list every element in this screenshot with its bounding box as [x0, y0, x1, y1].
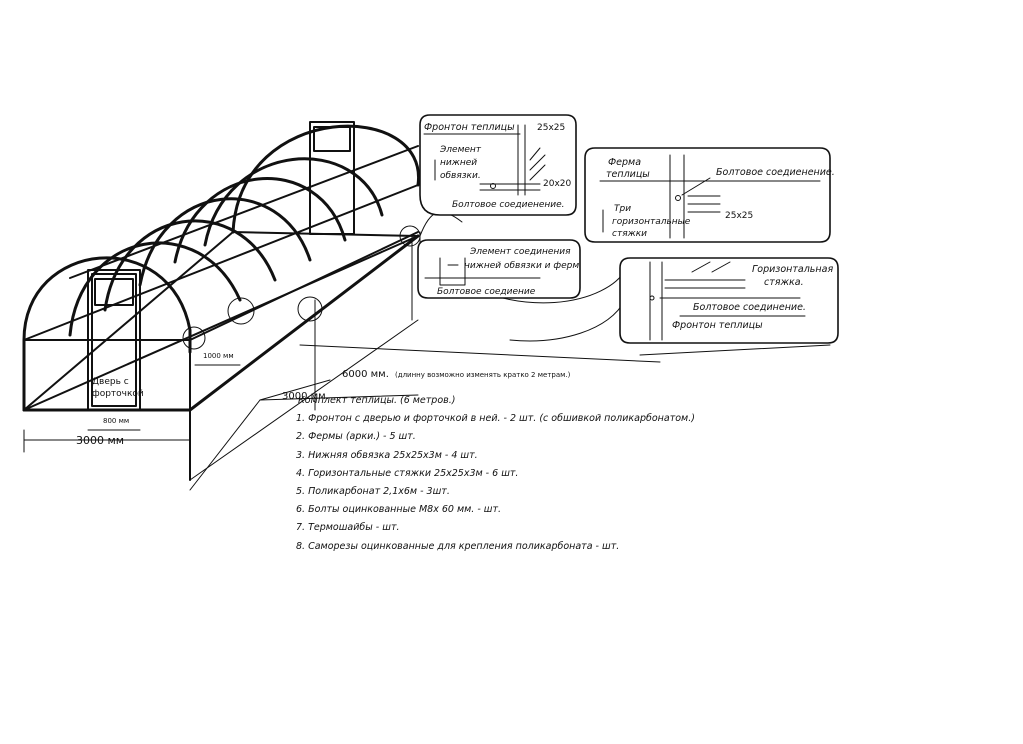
callout-base-joint-title-line1: Элемент соединения: [469, 247, 571, 257]
callout-truss-size: 25x25: [725, 211, 753, 221]
callout-tie-label-line2: стяжка.: [764, 277, 804, 288]
callout-base-joint-title-line2: нижней обвязки и ферм: [464, 261, 579, 271]
callout-frontbase-bolt: Болтовое соедиенение.: [452, 200, 565, 210]
length-label: 6000 мм.: [342, 369, 389, 380]
door-label-line2: форточкой: [92, 389, 144, 399]
callout-tie-bolt: Болтовое соединение.: [693, 302, 806, 313]
callout-tie: Горизонтальная стяжка. Болтовое соединен…: [619, 257, 839, 344]
side-width-label: 3000 мм.: [282, 391, 329, 402]
callout-frontbase-size-a: 25x25: [537, 123, 565, 133]
callout-frontbase-size-b: 20x20: [543, 179, 572, 189]
parts-list-item: 8. Саморезы оцинкованные для крепления п…: [296, 540, 620, 552]
callout-frontbase-element-line3: обвязки.: [440, 171, 481, 181]
parts-list: Комплект теплицы. (6 метров.) 1. Фронтон…: [296, 392, 996, 556]
callout-frontbase-element-line2: нижней: [440, 158, 477, 168]
door-label-line1: Дверь с: [92, 377, 129, 387]
callout-truss-three-line3: стяжки: [612, 229, 647, 239]
callout-truss-label-line1: Ферма: [608, 157, 641, 168]
callout-truss-three-line2: горизонтальные: [612, 217, 691, 227]
parts-list-item: 1. Фронтон с дверью и форточкой в ней. -…: [296, 413, 695, 425]
parts-list-title: Комплект теплицы. (6 метров.): [298, 395, 456, 406]
front-width-label: 3000 мм: [76, 434, 124, 447]
callout-base-joint-bolt: Болтовое соедиение: [437, 287, 536, 297]
parts-list-item: 2. Фермы (арки.) - 5 шт.: [296, 431, 416, 443]
callout-truss-three-line1: Три: [614, 204, 631, 214]
door-width-label: 800 мм: [103, 417, 129, 425]
greenhouse-frame: [22, 121, 421, 481]
callout-frontbase-pediment: Фронтон теплицы: [424, 122, 515, 133]
parts-list-item: 5. Поликарбонат 2,1x6м - 3шт.: [296, 486, 450, 498]
parts-list-item: 3. Нижняя обвязка 25x25x3м - 4 шт.: [296, 449, 478, 461]
parts-list-item: 4. Горизонтальные стяжки 25x25x3м - 6 шт…: [296, 467, 519, 479]
length-note: (длинну возможно изменять кратко 2 метра…: [395, 371, 571, 379]
callout-frontbase: Фронтон теплицы 25x25 Элемент нижней обв…: [419, 114, 577, 216]
callout-frontbase-element-line1: Элемент: [439, 145, 482, 155]
arch-spacing-label: 1000 мм: [203, 352, 234, 360]
callout-tie-pediment: Фронтон теплицы: [672, 320, 763, 331]
dimension-lines: [23, 231, 661, 491]
parts-list-item: 6. Болты оцинкованные М8х 60 мм. - шт.: [296, 504, 502, 516]
callout-truss-bolt: Болтовое соедиенение.: [716, 167, 835, 178]
parts-list-item: 7. Термошайбы - шт.: [296, 522, 400, 534]
callout-base-joint: Элемент соединения нижней обвязки и ферм…: [417, 239, 581, 299]
callout-tie-label-line1: Горизонтальная: [752, 264, 833, 275]
callout-truss: Ферма теплицы Болтовое соедиенение. Три …: [584, 147, 835, 243]
callout-truss-label-line2: теплицы: [606, 169, 650, 180]
